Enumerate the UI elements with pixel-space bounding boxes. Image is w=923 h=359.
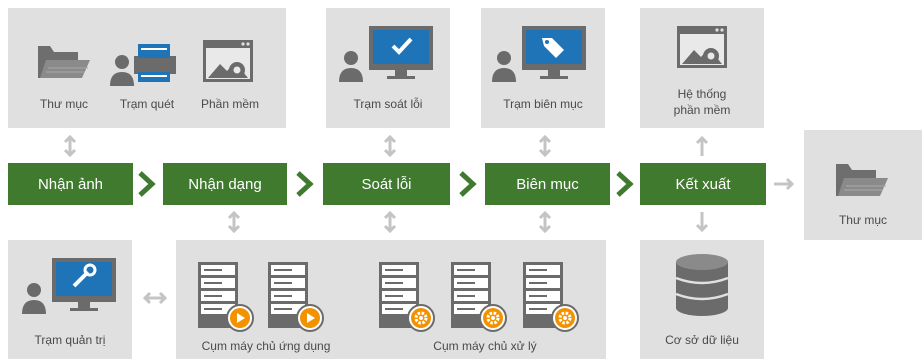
chevron-right-icon xyxy=(459,171,477,197)
server-gear-icon xyxy=(451,262,508,333)
output-folder-label: Thư mục xyxy=(838,213,888,227)
double-arrow-vertical-icon xyxy=(383,134,397,158)
stage-export: Kết xuất xyxy=(640,163,766,205)
export-software-label-line2: phần mềm xyxy=(673,103,731,117)
double-arrow-vertical-icon xyxy=(63,134,77,158)
catalog-station-label: Trạm biên mục xyxy=(503,97,583,111)
server-play-icon xyxy=(198,262,254,332)
arrow-down-icon xyxy=(695,212,709,233)
software-window-icon xyxy=(677,26,727,68)
folder-icon xyxy=(37,45,91,79)
app-cluster-label: Cụm máy chủ ứng dụng xyxy=(201,339,331,353)
database-label: Cơ sở dữ liệu xyxy=(665,333,739,347)
stage-cataloging: Biên mục xyxy=(485,163,610,205)
double-arrow-vertical-icon xyxy=(538,210,552,234)
software-label: Phần mềm xyxy=(200,97,260,111)
double-arrow-vertical-icon xyxy=(383,210,397,234)
folder-icon xyxy=(835,163,889,197)
admin-station-label: Trạm quản trị xyxy=(34,333,106,347)
database-icon xyxy=(675,254,729,316)
review-station-label: Trạm soát lỗi xyxy=(353,97,423,111)
arrow-right-icon xyxy=(774,177,795,191)
server-gear-icon xyxy=(379,262,436,333)
scanner-workstation-icon xyxy=(110,44,176,86)
chevron-right-icon xyxy=(616,171,634,197)
double-arrow-horizontal-icon xyxy=(142,291,168,305)
wrench-workstation-icon xyxy=(22,258,116,314)
stage-receive-image: Nhận ảnh xyxy=(8,163,133,205)
scanner-label: Trạm quét xyxy=(119,97,175,111)
server-gear-icon xyxy=(523,262,580,333)
server-play-icon xyxy=(268,262,324,332)
double-arrow-vertical-icon xyxy=(227,210,241,234)
export-software-label-line1: Hệ thống xyxy=(677,87,727,101)
stage-review: Soát lỗi xyxy=(323,163,450,205)
folder-label: Thư mục xyxy=(39,97,89,111)
stage-recognition: Nhận dạng xyxy=(163,163,287,205)
chevron-right-icon xyxy=(138,171,156,197)
tag-workstation-icon xyxy=(492,26,586,82)
arrow-up-icon xyxy=(695,135,709,156)
checkmark-workstation-icon xyxy=(339,26,433,82)
double-arrow-vertical-icon xyxy=(538,134,552,158)
software-window-icon xyxy=(203,40,253,82)
proc-cluster-label: Cụm máy chủ xử lý xyxy=(433,339,537,353)
chevron-right-icon xyxy=(296,171,314,197)
